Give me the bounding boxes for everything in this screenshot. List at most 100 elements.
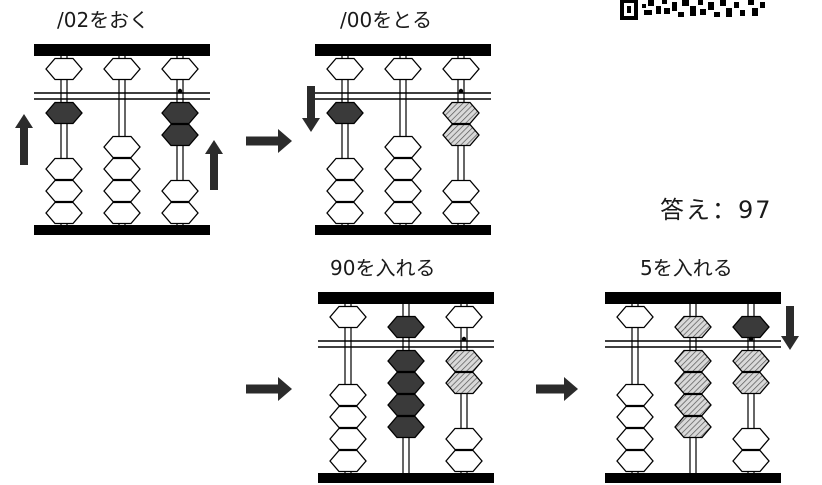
- earth-bead: [732, 371, 770, 395]
- earth-bead: [387, 415, 425, 439]
- heaven-bead: [326, 57, 364, 81]
- earth-bead: [161, 101, 199, 125]
- earth-bead: [445, 371, 483, 395]
- step3-caption: 90を入れる: [330, 256, 435, 280]
- abacus-step-1: [34, 44, 210, 235]
- unit-dot: [461, 336, 467, 342]
- earth-bead: [616, 427, 654, 451]
- earth-bead: [674, 371, 712, 395]
- frame-top-bar: [605, 292, 781, 304]
- abacus-step-2: [315, 44, 491, 235]
- earth-bead: [161, 201, 199, 225]
- earth-bead: [442, 101, 480, 125]
- earth-bead: [326, 179, 364, 203]
- heaven-bead: [732, 315, 770, 339]
- qr-code-icon: [618, 0, 768, 22]
- earth-bead: [674, 415, 712, 439]
- earth-bead: [384, 201, 422, 225]
- earth-bead: [329, 383, 367, 407]
- earth-bead: [329, 405, 367, 429]
- heaven-bead: [387, 315, 425, 339]
- earth-bead: [445, 427, 483, 451]
- flow-arrow-3-4: [536, 377, 578, 401]
- earth-bead: [103, 179, 141, 203]
- heaven-bead: [445, 305, 483, 329]
- frame-bottom-bar: [318, 473, 494, 483]
- earth-bead: [329, 427, 367, 451]
- heaven-bead: [616, 305, 654, 329]
- earth-bead: [384, 157, 422, 181]
- earth-bead: [326, 101, 364, 125]
- earth-bead: [384, 135, 422, 159]
- push-down-arrow-step4: [781, 306, 799, 350]
- earth-bead: [45, 179, 83, 203]
- earth-bead: [674, 393, 712, 417]
- abacus-step-3: [318, 292, 494, 483]
- arrow-shaft: [246, 136, 278, 146]
- earth-bead: [387, 371, 425, 395]
- arrow-shaft: [536, 384, 564, 394]
- frame-bottom-bar: [315, 225, 491, 235]
- earth-bead: [442, 179, 480, 203]
- frame-top-bar: [318, 292, 494, 304]
- flow-arrow-to-3: [246, 377, 292, 401]
- step1-caption: /02をおく: [57, 8, 149, 32]
- unit-dot: [177, 88, 183, 94]
- earth-bead: [326, 157, 364, 181]
- flow-arrow-1-2: [246, 129, 292, 153]
- earth-bead: [674, 349, 712, 373]
- earth-bead: [384, 179, 422, 203]
- earth-bead: [616, 383, 654, 407]
- earth-bead: [616, 405, 654, 429]
- heaven-bead: [674, 315, 712, 339]
- arrow-head: [205, 140, 223, 154]
- heaven-bead: [329, 305, 367, 329]
- frame-bottom-bar: [605, 473, 781, 483]
- arrow-head: [15, 114, 33, 128]
- earth-bead: [161, 123, 199, 147]
- earth-bead: [616, 449, 654, 473]
- frame-top-bar: [34, 44, 210, 56]
- earth-bead: [445, 349, 483, 373]
- heaven-bead: [384, 57, 422, 81]
- earth-bead: [732, 427, 770, 451]
- frame-bottom-bar: [34, 225, 210, 235]
- arrow-head: [564, 377, 578, 401]
- earth-bead: [442, 201, 480, 225]
- earth-bead: [326, 201, 364, 225]
- arrow-head: [302, 118, 320, 132]
- heaven-bead: [442, 57, 480, 81]
- earth-bead: [442, 123, 480, 147]
- arrow-shaft: [786, 306, 794, 336]
- abacus-step-4: [605, 292, 781, 483]
- earth-bead: [445, 449, 483, 473]
- push-down-arrow-step2: [302, 86, 320, 132]
- heaven-bead: [161, 57, 199, 81]
- earth-bead: [45, 201, 83, 225]
- heaven-bead: [103, 57, 141, 81]
- earth-bead: [103, 157, 141, 181]
- heaven-bead: [45, 57, 83, 81]
- unit-dot: [748, 336, 754, 342]
- push-up-arrow-left: [15, 114, 33, 165]
- unit-dot: [458, 88, 464, 94]
- arrow-head: [781, 336, 799, 350]
- step2-caption: /00をとる: [340, 8, 432, 32]
- step4-caption: 5を入れる: [640, 256, 733, 280]
- arrow-shaft: [210, 154, 218, 190]
- earth-bead: [732, 449, 770, 473]
- push-up-arrow-right: [205, 140, 223, 190]
- arrow-shaft: [307, 86, 315, 118]
- earth-bead: [103, 135, 141, 159]
- earth-bead: [387, 393, 425, 417]
- earth-bead: [161, 179, 199, 203]
- answer-text: 答え：97: [660, 196, 773, 224]
- frame-top-bar: [315, 44, 491, 56]
- arrow-shaft: [246, 384, 278, 394]
- earth-bead: [45, 101, 83, 125]
- arrow-head: [278, 377, 292, 401]
- earth-bead: [103, 201, 141, 225]
- arrow-shaft: [20, 128, 28, 165]
- arrow-head: [278, 129, 292, 153]
